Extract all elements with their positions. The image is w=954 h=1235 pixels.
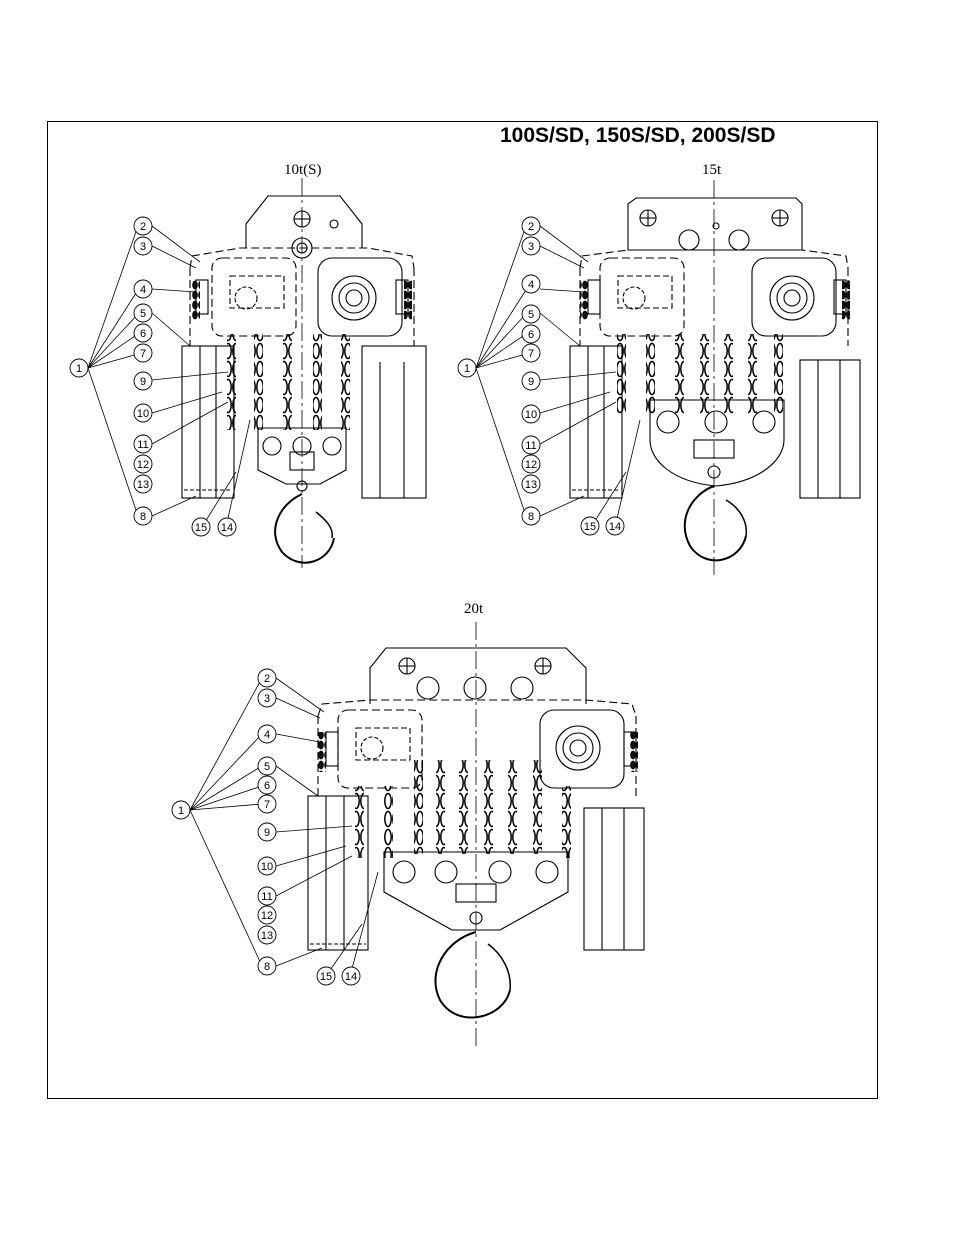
hoist-20t-drawing bbox=[307, 622, 645, 1048]
part-label-9: 9 bbox=[528, 376, 534, 388]
part-label-10: 10 bbox=[137, 408, 149, 420]
part-label-4: 4 bbox=[140, 284, 146, 296]
part-label-7: 7 bbox=[528, 348, 534, 360]
part-label-2: 2 bbox=[140, 221, 146, 233]
hoist-15t-drawing bbox=[569, 180, 861, 576]
part-label-3: 3 bbox=[528, 241, 534, 253]
part-label-6: 6 bbox=[140, 328, 146, 340]
part-label-8: 8 bbox=[140, 511, 146, 523]
part-label-4: 4 bbox=[528, 279, 534, 291]
part-label-5: 5 bbox=[528, 309, 534, 321]
label-1: 1 bbox=[76, 363, 82, 375]
part-label-14: 14 bbox=[221, 522, 233, 534]
part-label-11: 11 bbox=[261, 891, 272, 903]
part-label-1: 1 bbox=[464, 363, 470, 375]
part-label-5: 5 bbox=[140, 308, 146, 320]
part-label-11: 11 bbox=[525, 440, 536, 452]
drawing-frame bbox=[47, 121, 878, 1099]
part-label-9: 9 bbox=[140, 376, 146, 388]
part-label-14: 14 bbox=[345, 971, 357, 983]
part-label-9: 9 bbox=[264, 827, 270, 839]
part-labels-20t: 1 2 3 4 5 6 7 8 9 10 11 12 13 14 15 bbox=[171, 668, 379, 986]
part-label-2: 2 bbox=[528, 221, 534, 233]
part-label-13: 13 bbox=[137, 479, 149, 491]
part-label-10: 10 bbox=[261, 861, 273, 873]
part-label-15: 15 bbox=[195, 522, 207, 534]
caption-10t: 10t(S) bbox=[284, 162, 322, 178]
part-label-13: 13 bbox=[261, 930, 273, 942]
part-label-3: 3 bbox=[264, 693, 270, 705]
part-label-13: 13 bbox=[525, 479, 537, 491]
part-label-12: 12 bbox=[525, 459, 537, 471]
part-label-15: 15 bbox=[584, 521, 596, 533]
part-labels-10t: 1 2 3 4 5 6 7 8 9 10 11 12 13 14 15 bbox=[69, 216, 251, 537]
part-label-1: 1 bbox=[178, 805, 184, 817]
part-label-7: 7 bbox=[140, 348, 146, 360]
page-title: 100S/SD, 150S/SD, 200S/SD bbox=[500, 124, 776, 147]
part-label-10: 10 bbox=[525, 409, 537, 421]
part-label-14: 14 bbox=[609, 521, 621, 533]
part-label-8: 8 bbox=[528, 511, 534, 523]
part-label-8: 8 bbox=[264, 961, 270, 973]
caption-20t: 20t bbox=[464, 601, 484, 617]
part-label-6: 6 bbox=[528, 329, 534, 341]
part-label-12: 12 bbox=[137, 459, 149, 471]
part-labels-15t: 1 2 3 4 5 6 7 8 9 10 11 12 13 14 15 bbox=[457, 216, 641, 536]
part-label-4: 4 bbox=[264, 729, 270, 741]
part-label-6: 6 bbox=[264, 780, 270, 792]
part-label-12: 12 bbox=[261, 910, 273, 922]
part-label-11: 11 bbox=[137, 439, 148, 451]
part-label-7: 7 bbox=[264, 799, 270, 811]
part-label-5: 5 bbox=[264, 761, 270, 773]
caption-15t: 15t bbox=[702, 162, 722, 178]
part-label-15: 15 bbox=[320, 971, 332, 983]
hoist-10t-drawing bbox=[181, 178, 427, 568]
part-label-2: 2 bbox=[264, 673, 270, 685]
part-label-3: 3 bbox=[140, 241, 146, 253]
